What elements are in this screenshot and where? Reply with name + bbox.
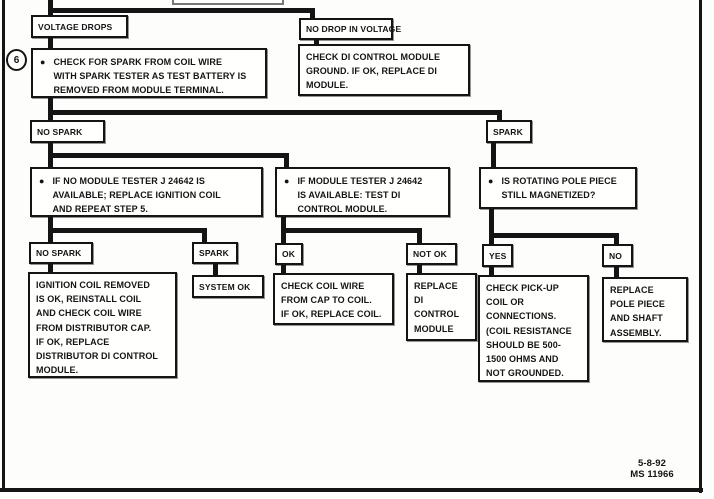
- node-no: NO: [602, 244, 633, 267]
- node-rotating-pole-piece: ● IS ROTATING POLE PIECE STILL MAGNETIZE…: [479, 167, 637, 209]
- node-module-tester: ● IF MODULE TESTER J 24642 IS AVAILABLE:…: [275, 167, 450, 217]
- connector: [314, 39, 319, 46]
- connector: [491, 142, 496, 169]
- bullet-icon: ●: [39, 176, 45, 186]
- node-no-module-tester: ● IF NO MODULE TESTER J 24642 IS AVAILAB…: [30, 167, 263, 217]
- node-check-pickup-coil: CHECK PICK-UP COIL OR CONNECTIONS. (COIL…: [478, 275, 589, 382]
- connector: [48, 8, 315, 13]
- bullet-icon: ●: [40, 57, 46, 67]
- node-ok: OK: [275, 243, 303, 265]
- node-no-module-tester-text: IF NO MODULE TESTER J 24642 IS AVAILABLE…: [52, 176, 221, 215]
- connector: [213, 263, 218, 277]
- connector: [284, 153, 289, 168]
- connector: [48, 110, 502, 115]
- footer-doc-code: MS 11966: [630, 469, 674, 480]
- node-spark-2: SPARK: [192, 242, 238, 264]
- node-no-spark-1: NO SPARK: [30, 120, 105, 143]
- connector: [48, 228, 207, 233]
- node-check-module-ground: CHECK DI CONTROL MODULE GROUND. IF OK, R…: [298, 44, 470, 96]
- node-check-for-spark-text: CHECK FOR SPARK FROM COIL WIRE WITH SPAR…: [53, 57, 247, 96]
- node-check-for-spark: ● CHECK FOR SPARK FROM COIL WIRE WITH SP…: [31, 48, 267, 98]
- connector: [48, 37, 53, 49]
- step-number-badge: 6: [6, 49, 27, 71]
- node-check-coil-wire: CHECK COIL WIRE FROM CAP TO COIL. IF OK,…: [273, 273, 394, 325]
- connector: [48, 263, 53, 274]
- connector: [202, 228, 207, 244]
- bullet-icon: ●: [284, 176, 290, 186]
- connector: [489, 207, 494, 245]
- node-replace-pole-piece: REPLACE POLE PIECE AND SHAFT ASSEMBLY.: [602, 277, 688, 342]
- connector: [417, 228, 422, 244]
- node-spark-1: SPARK: [486, 120, 532, 143]
- frame-right-border: [699, 0, 702, 493]
- connector: [497, 110, 502, 121]
- footer-date: 5-8-92: [637, 458, 667, 469]
- connector: [489, 233, 619, 238]
- bullet-icon: ●: [488, 176, 494, 186]
- node-system-ok: SYSTEM OK: [192, 275, 264, 298]
- node-no-drop-in-voltage: NO DROP IN VOLTAGE: [299, 18, 401, 40]
- connector: [417, 264, 422, 274]
- node-no-spark-2: NO SPARK: [29, 242, 93, 264]
- frame-left-border: [2, 0, 5, 490]
- node-not-ok: NOT OK: [406, 243, 457, 265]
- connector: [310, 8, 315, 19]
- connector: [614, 233, 619, 245]
- node-module-tester-text: IF MODULE TESTER J 24642 IS AVAILABLE: T…: [297, 176, 423, 215]
- frame-bottom-border: [0, 488, 703, 492]
- node-replace-di-module: REPLACE DI CONTROL MODULE: [406, 273, 477, 341]
- cutoff-parent-box: [172, 0, 284, 5]
- connector: [614, 266, 619, 278]
- node-rotating-pole-piece-text: IS ROTATING POLE PIECE STILL MAGNETIZED?: [501, 176, 617, 201]
- connector: [48, 97, 53, 121]
- node-ignition-coil-removed: IGNITION COIL REMOVED IS OK, REINSTALL C…: [28, 272, 177, 378]
- connector: [281, 228, 422, 233]
- node-voltage-drops: VOLTAGE DROPS: [31, 15, 128, 38]
- connector: [48, 153, 289, 158]
- figure-footer: 5-8-92 MS 11966: [616, 458, 688, 480]
- node-yes: YES: [482, 244, 513, 267]
- connector: [489, 266, 494, 277]
- connector: [281, 264, 286, 274]
